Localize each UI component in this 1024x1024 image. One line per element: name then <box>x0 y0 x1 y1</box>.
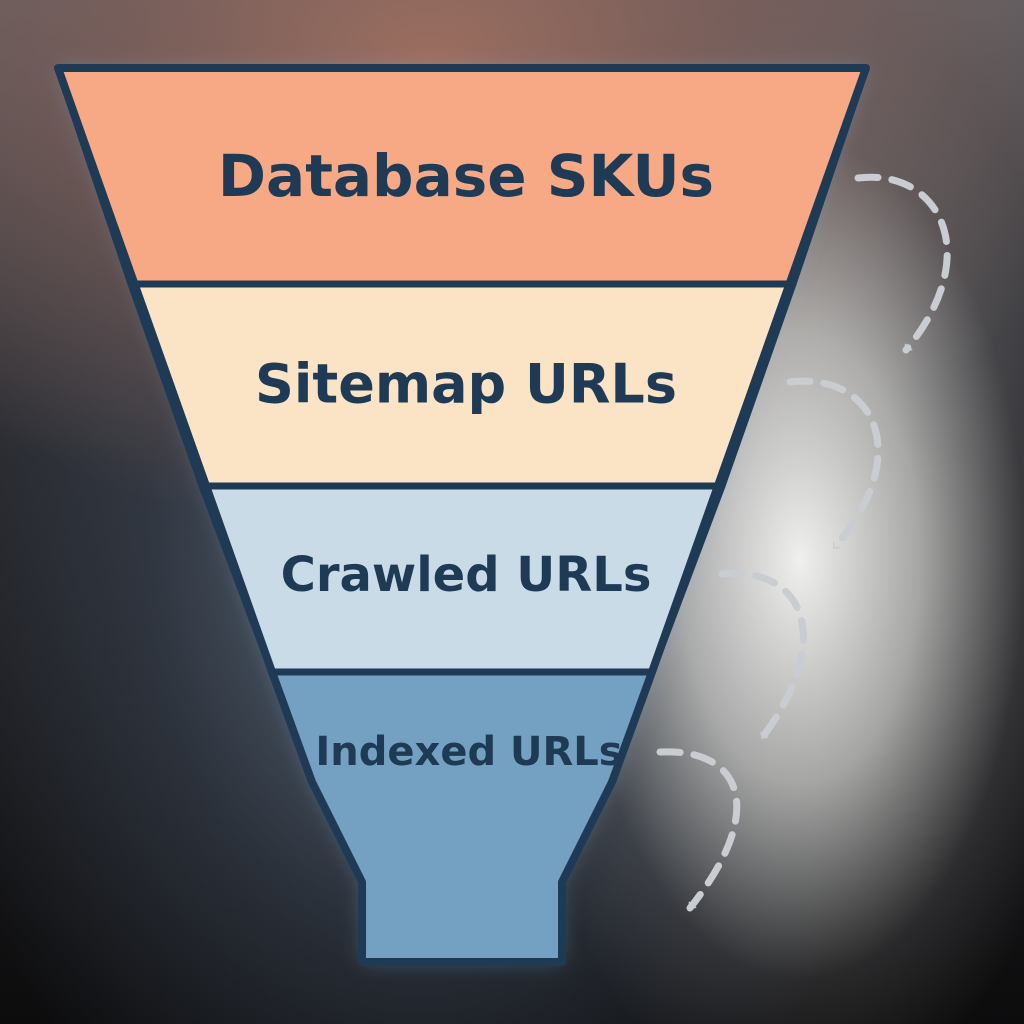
stage-label-indexed-urls: Indexed URLs <box>315 729 622 775</box>
stage-label-crawled-urls: Crawled URLs <box>281 547 652 603</box>
flow-arrow-3 <box>718 569 807 742</box>
stage-label-database-skus: Database SKUs <box>218 142 714 210</box>
stage-label-sitemap-urls: Sitemap URLs <box>255 353 677 416</box>
flow-arrow-2 <box>786 377 882 552</box>
flow-arrow-4 <box>656 748 741 912</box>
funnel-outline <box>54 64 870 966</box>
flow-arrow-1 <box>854 173 951 354</box>
